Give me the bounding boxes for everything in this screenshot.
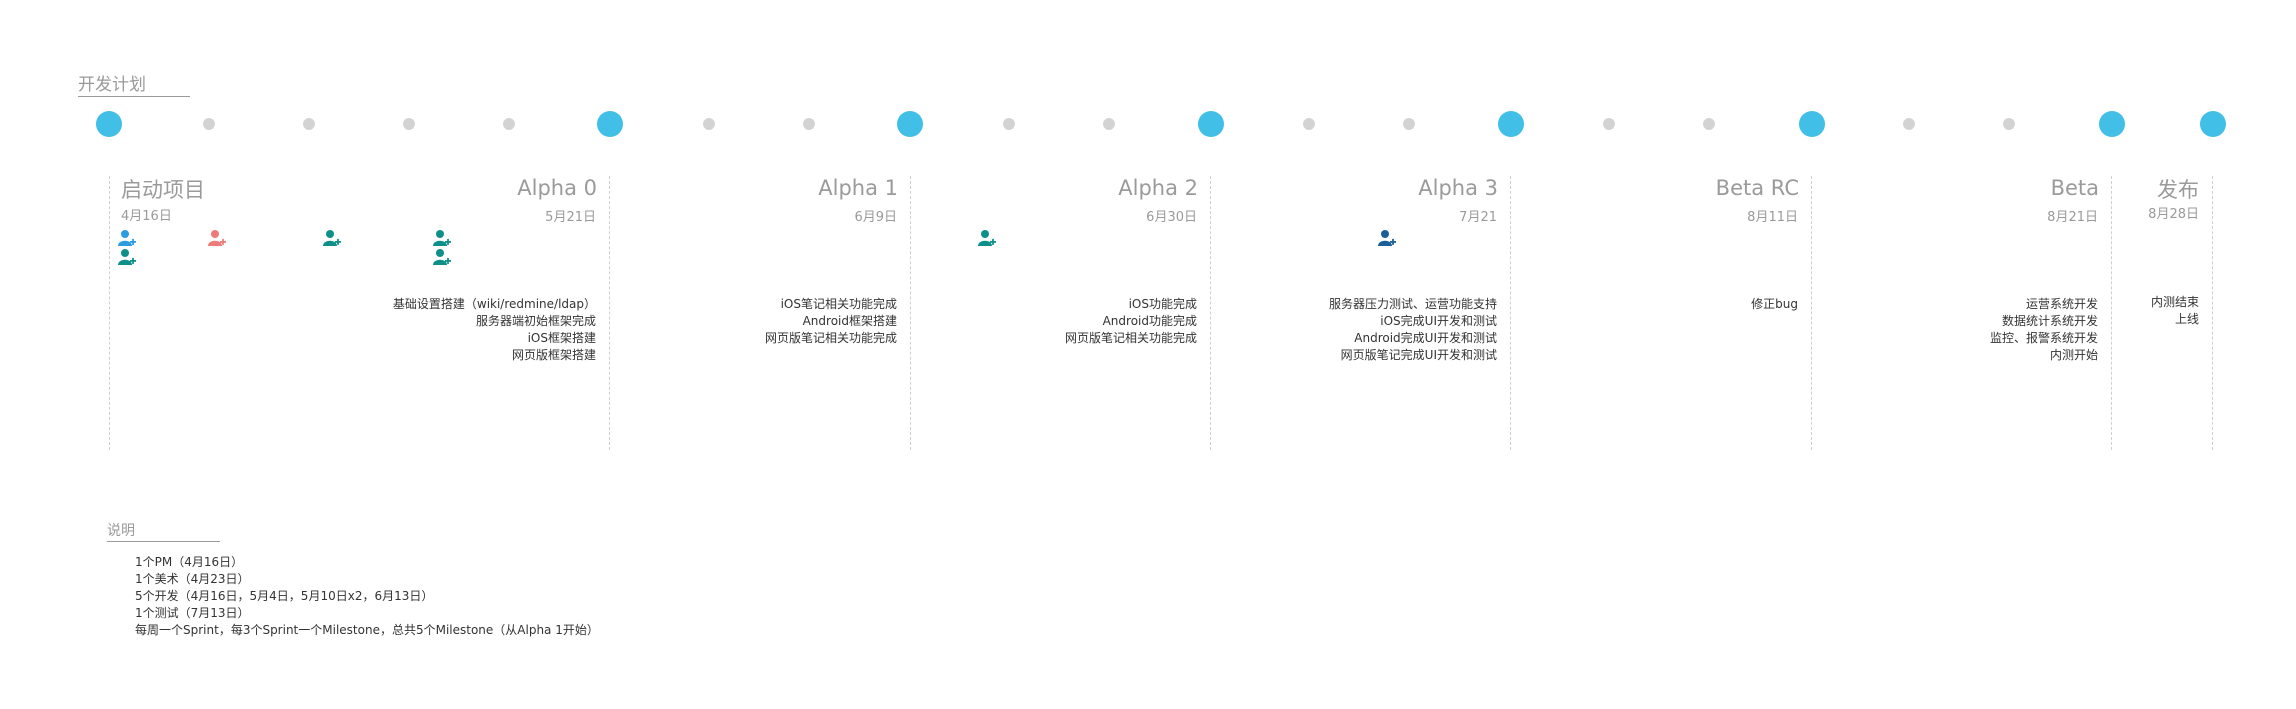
milestone-title: 启动项目 <box>121 178 205 202</box>
milestone-dot <box>1498 111 1524 137</box>
milestone-date: 4月16日 <box>121 209 172 224</box>
milestone-tasks: 服务器压力测试、运营功能支持 iOS完成UI开发和测试 Android完成UI开… <box>1329 296 1497 364</box>
milestone-dot <box>597 111 623 137</box>
note-item: 1个PM（4月16日） <box>135 555 244 569</box>
milestone-title: Alpha 1 <box>818 176 898 200</box>
task-item: Android功能完成 <box>1102 314 1197 328</box>
sprint-dot <box>1903 118 1915 130</box>
milestone-title: Beta RC <box>1715 176 1799 200</box>
task-item: 基础设置搭建（wiki/redmine/ldap） <box>392 297 596 311</box>
task-item: 修正bug <box>1751 297 1798 311</box>
milestone-date: 5月21日 <box>545 210 596 225</box>
milestone-divider <box>2111 176 2112 450</box>
person-add-icon <box>1378 230 1396 246</box>
task-item: 上线 <box>2174 312 2199 326</box>
notes-list: 1个PM（4月16日） 1个美术（4月23日） 5个开发（4月16日，5月4日，… <box>135 554 599 639</box>
task-item: 内测结束 <box>2150 295 2199 309</box>
task-item: 网页版笔记相关功能完成 <box>764 331 897 345</box>
task-item: iOS笔记相关功能完成 <box>780 297 897 311</box>
task-item: 网页版笔记相关功能完成 <box>1064 331 1197 345</box>
person-add-icon <box>118 230 136 246</box>
sprint-dot <box>1603 118 1615 130</box>
note-item: 1个测试（7月13日） <box>135 606 250 620</box>
task-item: 数据统计系统开发 <box>2001 314 2098 328</box>
milestone-dot <box>96 111 122 137</box>
sprint-dot <box>703 118 715 130</box>
sprint-dot <box>803 118 815 130</box>
milestone-divider <box>1811 176 1812 450</box>
milestone-date: 6月30日 <box>1146 210 1197 225</box>
milestone-dot <box>2200 111 2226 137</box>
milestone-date: 8月28日 <box>2148 207 2199 222</box>
sprint-dot <box>403 118 415 130</box>
sprint-dot <box>203 118 215 130</box>
task-item: iOS框架搭建 <box>527 331 596 345</box>
task-item: 内测开始 <box>2049 348 2098 362</box>
sprint-dot <box>1303 118 1315 130</box>
sprint-dot <box>1103 118 1115 130</box>
person-add-icon <box>433 230 451 246</box>
milestone-tasks: 基础设置搭建（wiki/redmine/ldap） 服务器端初始框架完成 iOS… <box>393 296 596 364</box>
person-add-icon <box>323 230 341 246</box>
task-item: 运营系统开发 <box>2025 297 2098 311</box>
task-item: 网页版框架搭建 <box>511 348 596 362</box>
task-item: 网页版笔记完成UI开发和测试 <box>1340 348 1497 362</box>
milestone-tasks: iOS功能完成 Android功能完成 网页版笔记相关功能完成 <box>1065 296 1197 347</box>
task-item: Android框架搭建 <box>802 314 897 328</box>
note-item: 每周一个Sprint，每3个Sprint一个Milestone，总共5个Mile… <box>135 623 599 637</box>
sprint-dot <box>1003 118 1015 130</box>
milestone-title: Alpha 0 <box>517 176 597 200</box>
person-add-icon <box>433 249 451 265</box>
note-item: 5个开发（4月16日，5月4日，5月10日x2，6月13日） <box>135 589 434 603</box>
milestone-title: Alpha 2 <box>1118 176 1198 200</box>
milestone-date: 8月11日 <box>1747 210 1798 225</box>
person-add-icon <box>118 249 136 265</box>
milestone-divider <box>109 176 110 450</box>
note-item: 1个美术（4月23日） <box>135 572 250 586</box>
task-item: 监控、报警系统开发 <box>1989 331 2098 345</box>
task-item: iOS功能完成 <box>1128 297 1197 311</box>
milestone-dot <box>2099 111 2125 137</box>
milestone-tasks: 运营系统开发 数据统计系统开发 监控、报警系统开发 内测开始 <box>1990 296 2098 364</box>
person-add-icon <box>208 230 226 246</box>
notes-title: 说明 <box>107 520 220 542</box>
sprint-dot <box>1403 118 1415 130</box>
person-add-icon <box>978 230 996 246</box>
milestone-dot <box>1799 111 1825 137</box>
milestone-tasks: 修正bug <box>1751 296 1798 313</box>
task-item: 服务器端初始框架完成 <box>475 314 596 328</box>
task-item: Android完成UI开发和测试 <box>1354 331 1497 345</box>
milestone-dot <box>1198 111 1224 137</box>
task-item: iOS完成UI开发和测试 <box>1380 314 1497 328</box>
milestone-dot <box>897 111 923 137</box>
milestone-title: Alpha 3 <box>1418 176 1498 200</box>
milestone-divider <box>609 176 610 450</box>
milestone-tasks: 内测结束 上线 <box>2151 294 2199 328</box>
milestone-divider <box>910 176 911 450</box>
sprint-dot <box>503 118 515 130</box>
milestone-title: 发布 <box>2157 178 2199 202</box>
sprint-dot <box>2003 118 2015 130</box>
milestone-tasks: iOS笔记相关功能完成 Android框架搭建 网页版笔记相关功能完成 <box>765 296 897 347</box>
milestone-date: 6月9日 <box>854 210 897 225</box>
sprint-dot <box>303 118 315 130</box>
task-item: 服务器压力测试、运营功能支持 <box>1328 297 1497 311</box>
milestone-date: 7月21 <box>1459 210 1497 225</box>
milestone-title: Beta <box>2050 176 2099 200</box>
plan-title: 开发计划 <box>78 70 190 97</box>
milestone-divider <box>1210 176 1211 450</box>
sprint-dot <box>1703 118 1715 130</box>
milestone-divider <box>2212 176 2213 450</box>
milestone-date: 8月21日 <box>2047 210 2098 225</box>
milestone-divider <box>1510 176 1511 450</box>
